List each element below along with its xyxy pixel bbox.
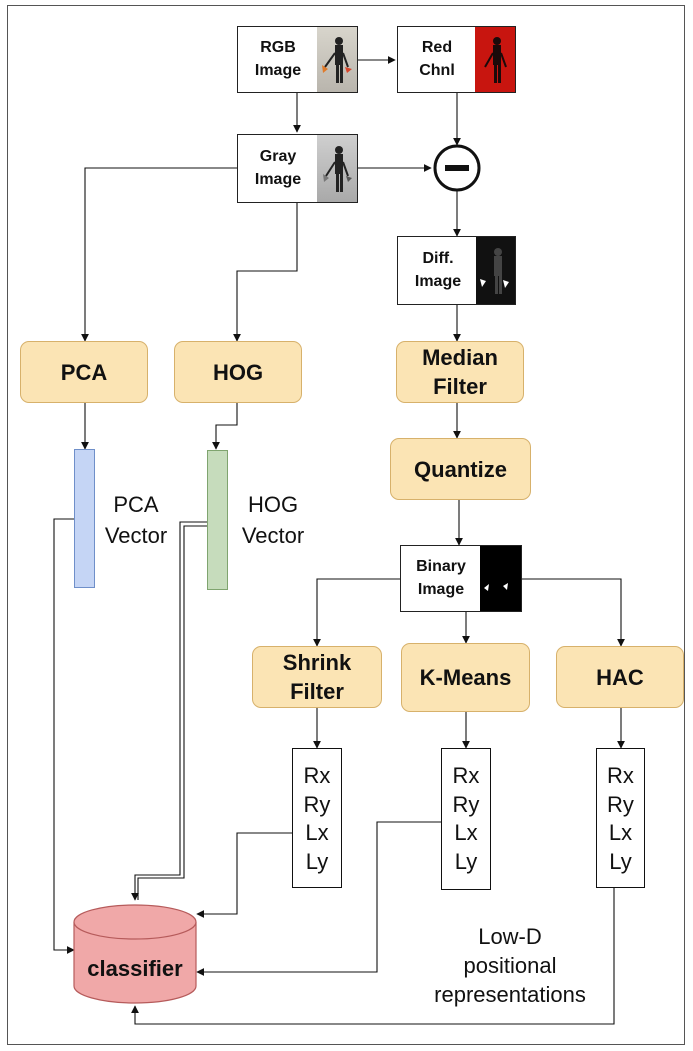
arrow-hogvector-to-classifier-a <box>131 521 208 901</box>
feature-rx: Rx <box>452 763 480 788</box>
arrow-shrinklist-to-classifier <box>196 832 292 918</box>
feature-rx: Rx <box>607 763 634 788</box>
classifier-cylinder <box>73 904 197 1004</box>
feature-ly: Ly <box>305 848 329 874</box>
hac-process: HAC <box>556 646 684 708</box>
hac-feature-list: Rx Ry Lx Ly <box>596 748 645 888</box>
person-figure-icon <box>323 146 352 192</box>
hog-process: HOG <box>174 341 302 403</box>
diagram-frame <box>7 5 685 1045</box>
feature-lx: Lx <box>305 820 329 845</box>
arrow-pcavector-to-classifier <box>53 518 75 954</box>
pca-vector-label: PCA Vector <box>104 492 168 548</box>
feature-ly: Ly <box>609 848 632 874</box>
classifier-label: classifier <box>87 956 183 981</box>
rgb-image-node: RGB Image <box>237 26 358 93</box>
diff-image-label: Diff. Image <box>414 250 462 290</box>
binary-image-node: Binary Image <box>400 545 522 612</box>
red-thumbnail <box>475 27 515 92</box>
feature-ry: Ry <box>303 791 331 817</box>
binary-image-label: Binary Image <box>416 558 466 598</box>
hog-vector-bar <box>207 450 228 590</box>
pca-process: PCA <box>20 341 148 403</box>
pca-vector-bar <box>74 449 95 588</box>
kmeans-feature-list: Rx Ry Lx Ly <box>441 748 491 890</box>
rgb-image-label: RGB Image <box>254 39 302 79</box>
arrow-binary-to-hac <box>522 578 625 647</box>
feature-lx: Lx <box>608 820 633 845</box>
person-figure-icon <box>484 37 507 83</box>
rgb-thumbnail <box>317 27 357 92</box>
median-filter-process: Median Filter <box>396 341 524 403</box>
kmeans-process: K-Means <box>401 643 530 712</box>
feature-ry: Ry <box>607 791 634 817</box>
arrow-kmeanslist-to-classifier <box>196 821 441 976</box>
gray-image-node: Gray Image <box>237 134 358 203</box>
person-figure-icon <box>322 37 352 83</box>
feature-ry: Ry <box>452 791 480 817</box>
arrow-gray-to-hog <box>233 203 298 342</box>
minus-operator <box>433 144 481 192</box>
feature-lx: Lx <box>454 820 478 845</box>
person-figure-icon <box>480 248 509 294</box>
arrow-gray-to-pca <box>81 167 237 342</box>
red-channel-node: Red Chnl <box>397 26 516 93</box>
quantize-process: Quantize <box>390 438 531 500</box>
feature-ly: Ly <box>454 848 478 874</box>
diff-thumbnail <box>476 237 515 304</box>
red-channel-label: Red Chnl <box>419 39 455 79</box>
arrow-binary-to-shrink <box>313 578 400 647</box>
shrink-feature-list: Rx Ry Lx Ly <box>292 748 342 888</box>
blob-markers-icon <box>484 583 508 591</box>
hog-vector-label: HOG Vector <box>241 492 305 548</box>
binary-thumbnail <box>480 546 521 611</box>
shrink-filter-process: Shrink Filter <box>252 646 382 708</box>
feature-rx: Rx <box>303 763 331 788</box>
gray-image-label: Gray Image <box>254 148 302 188</box>
arrow-haclist-to-classifier <box>131 888 615 1025</box>
diff-image-node: Diff. Image <box>397 236 516 305</box>
gray-thumbnail <box>317 135 357 202</box>
arrow-hog-to-vector <box>212 403 238 450</box>
arrow-hogvector-to-classifier-b <box>137 525 208 900</box>
low-d-annotation: Low-D positional representations <box>434 924 586 1007</box>
